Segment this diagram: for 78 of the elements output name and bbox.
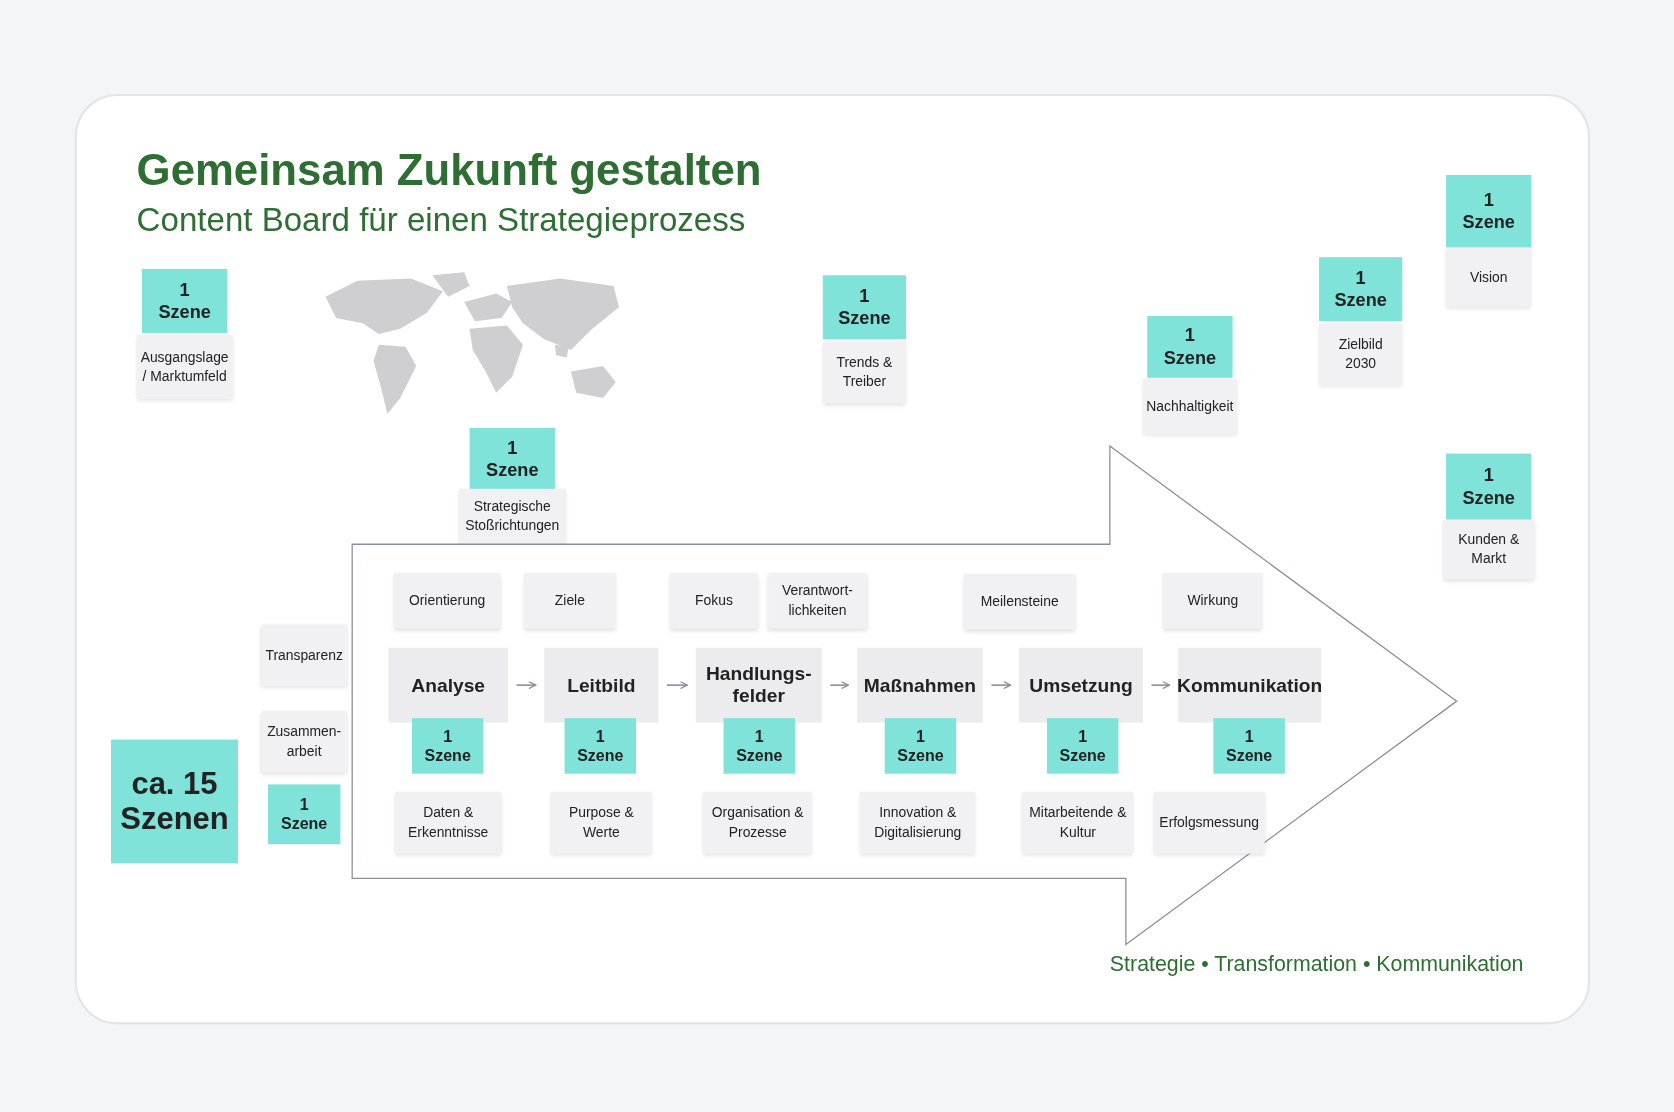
process-step [388, 647, 508, 723]
step-label: Analyse [411, 673, 486, 697]
scene-label: 1 Szene [1334, 266, 1387, 312]
sticky-note [411, 718, 484, 774]
keyword-text: Vision [1469, 267, 1508, 287]
keyword-text: Trends & Treiber [835, 353, 894, 392]
step-label: Umsetzung [1029, 673, 1133, 697]
arrow [829, 681, 850, 690]
note-card [1446, 247, 1532, 308]
sticky-note [1046, 718, 1119, 774]
keyword-text: Meilensteine [980, 592, 1059, 612]
sticky-note [1319, 257, 1403, 322]
process-step [695, 647, 822, 723]
keyword-text: Innovation & Digitalisierung [873, 803, 963, 842]
scene-label: 1 Szene [1163, 324, 1217, 370]
keyword-text: Verantwort-lichkeiten [781, 581, 854, 620]
scene-label: 1 Szene [1462, 464, 1515, 510]
scene-label: 1 Szene [577, 726, 624, 766]
arrow [515, 681, 537, 690]
scene-label: 1 Szene [1226, 726, 1273, 766]
keyword-text: Ausgangslage / Marktumfeld [139, 347, 230, 387]
sticky-note [822, 275, 907, 340]
tagline: Strategie • Transformation • Kommunikation [1109, 951, 1524, 977]
sticky-note [111, 739, 238, 864]
sticky-note [1446, 175, 1532, 248]
keyword-text: Transparenz [265, 645, 343, 665]
sticky-note [564, 718, 637, 774]
keyword-text: Strategische Stoßrichtungen [464, 497, 561, 536]
process-step [544, 647, 659, 723]
sticky-note [1446, 453, 1532, 520]
arrow [990, 681, 1012, 690]
sticky-note [884, 718, 957, 774]
note-card [1319, 323, 1403, 386]
scene-label: 1 Szene [1462, 188, 1515, 234]
keyword-text: Purpose & Werte [567, 803, 635, 842]
sticky-note [723, 718, 796, 774]
process-step [1178, 647, 1322, 723]
keyword-text: Ziele [554, 591, 585, 611]
keyword-text: Daten & Erkenntnisse [407, 803, 490, 842]
scene-label: 1 Szene [838, 285, 891, 330]
sticky-note [1147, 315, 1233, 378]
scene-label: 1 Szene [486, 436, 539, 482]
note-card [1442, 519, 1535, 580]
scene-label: 1 Szene [281, 795, 328, 834]
keyword-text: Orientierung [408, 591, 486, 611]
keyword-text: Erfolgsmessung [1159, 813, 1259, 833]
arrow [1150, 681, 1171, 690]
subtitle: Content Board für einen Strategieprozess [136, 200, 746, 240]
sticky-note [267, 784, 341, 845]
scene-label: 1 Szene [424, 726, 471, 766]
sticky-note [1213, 718, 1285, 774]
note-card [822, 341, 907, 404]
note-card [458, 488, 566, 545]
step-label: Kommunikation [1177, 673, 1323, 697]
sticky-note [469, 427, 555, 490]
scene-label: 1 Szene [158, 278, 211, 324]
process-step [856, 647, 983, 723]
note-card [1142, 378, 1237, 435]
step-label: Leitbild [567, 673, 636, 697]
keyword-text: Organisation & Prozesse [710, 803, 805, 842]
scene-total: ca. 15 Szenen [119, 766, 230, 837]
keyword-text: Fokus [695, 591, 733, 611]
scene-label: 1 Szene [1059, 726, 1106, 766]
scene-label: 1 Szene [736, 726, 783, 766]
process-step [1019, 647, 1143, 723]
title: Gemeinsam Zukunft gestalten [136, 145, 762, 196]
step-label: Maßnahmen [863, 673, 976, 697]
keyword-text: Zusammen-arbeit [266, 722, 343, 761]
sticky-note [141, 268, 228, 333]
scene-label: 1 Szene [897, 726, 944, 766]
keyword-text: Mitarbeitende & Kultur [1028, 803, 1128, 842]
keyword-text: Kunden & Markt [1457, 530, 1521, 569]
arrow [666, 681, 689, 690]
keyword-text: Nachhaltigkeit [1146, 397, 1234, 417]
keyword-text: Wirkung [1187, 591, 1239, 611]
step-label: Handlungs-felder [704, 662, 813, 708]
note-card [1153, 791, 1265, 854]
keyword-text: Zielbild 2030 [1337, 335, 1384, 374]
